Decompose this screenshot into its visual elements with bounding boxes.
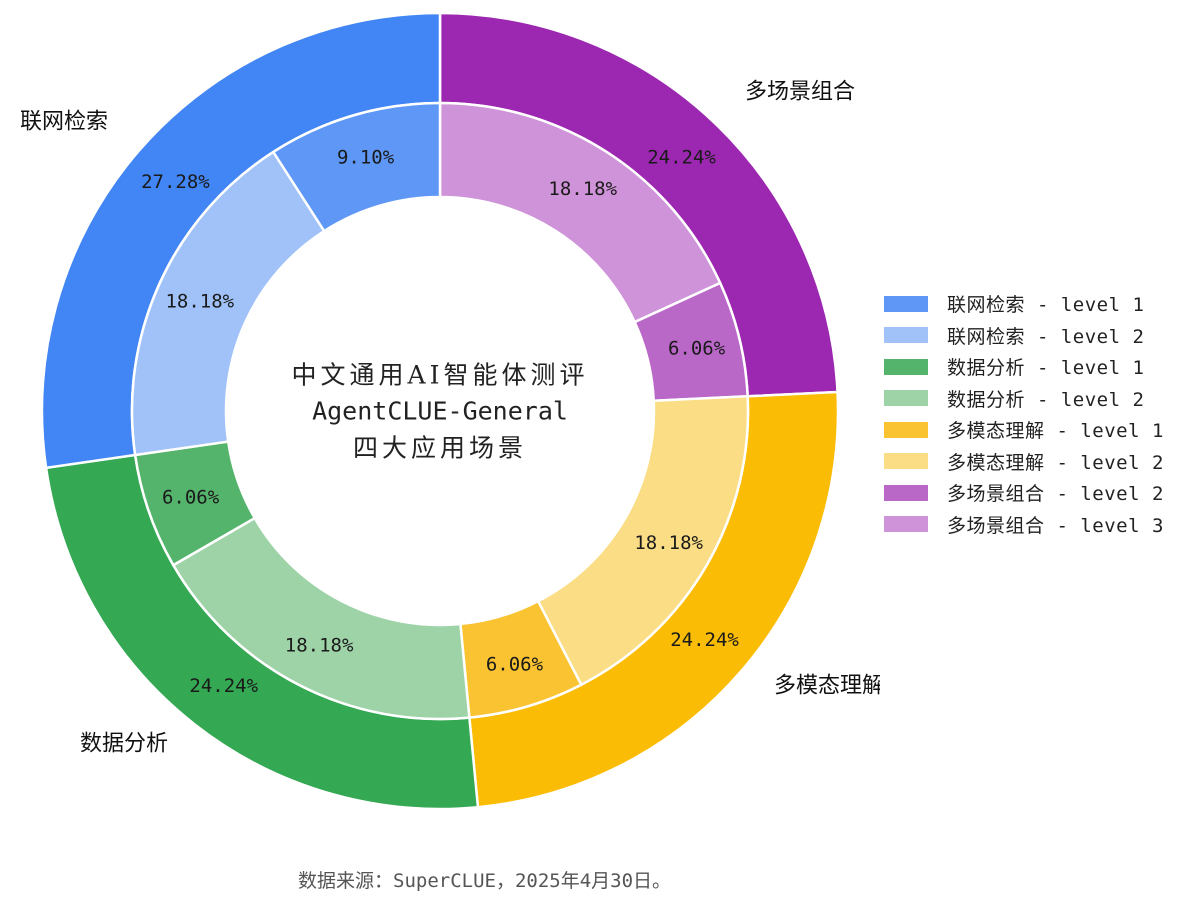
legend-label: 多模态理解 - level 1 bbox=[947, 420, 1164, 443]
legend-label: 数据分析 - level 2 bbox=[947, 388, 1145, 411]
percentage-labels: 24.24% 24.24% 24.24% 27.28% 18.18% 6.06% 18.18… bbox=[141, 147, 739, 698]
legend-label: 数据分析 - level 1 bbox=[947, 357, 1145, 380]
legend-item: 多场景组合 - level 2 bbox=[884, 477, 1164, 509]
center-title: 中文通用AI智能体测评 AgentCLUE-General 四大应用场景 bbox=[292, 361, 589, 463]
legend-item: 多模态理解 - level 1 bbox=[884, 414, 1164, 446]
inner-ring bbox=[130, 101, 750, 721]
center-title-line: AgentCLUE-General bbox=[312, 397, 568, 426]
data-source-note: 数据来源：SuperCLUE，2025年4月30日。 bbox=[298, 870, 672, 892]
legend-item: 数据分析 - level 1 bbox=[884, 351, 1164, 383]
percentage-label: 18.18% bbox=[285, 635, 354, 657]
legend-item: 联网检索 - level 2 bbox=[884, 320, 1164, 352]
percentage-label: 6.06% bbox=[162, 486, 220, 508]
percentage-label: 18.18% bbox=[634, 532, 703, 554]
legend-swatch bbox=[884, 295, 928, 312]
legend-swatch bbox=[884, 484, 928, 501]
legend-item: 联网检索 - level 1 bbox=[884, 288, 1164, 320]
legend-label: 多模态理解 - level 2 bbox=[947, 451, 1164, 474]
percentage-label: 24.24% bbox=[647, 147, 716, 169]
legend-item: 多场景组合 - level 3 bbox=[884, 509, 1164, 541]
legend-swatch bbox=[884, 390, 928, 407]
category-label: 多场景组合 bbox=[745, 80, 855, 105]
center-title-line: 中文通用AI智能体测评 bbox=[292, 361, 589, 390]
legend-swatch bbox=[884, 421, 928, 438]
outer-ring bbox=[40, 11, 840, 811]
legend-swatch bbox=[884, 453, 928, 470]
legend-label: 联网检索 - level 1 bbox=[947, 294, 1145, 317]
inner-slice bbox=[271, 101, 442, 233]
category-label: 数据分析 bbox=[80, 732, 168, 757]
percentage-label: 27.28% bbox=[141, 171, 210, 193]
legend-swatch bbox=[884, 327, 928, 344]
percentage-label: 18.18% bbox=[548, 178, 617, 200]
legend: 联网检索 - level 1 联网检索 - level 2 数据分析 - lev… bbox=[884, 288, 1164, 540]
category-label: 多模态理解 bbox=[774, 674, 880, 699]
center-title-line: 四大应用场景 bbox=[353, 434, 527, 463]
percentage-label: 9.10% bbox=[337, 147, 395, 169]
percentage-label: 6.06% bbox=[668, 338, 726, 360]
percentage-label: 24.24% bbox=[189, 675, 258, 697]
category-label: 联网检索 bbox=[20, 110, 108, 135]
percentage-label: 6.06% bbox=[486, 653, 544, 675]
legend-item: 多模态理解 - level 2 bbox=[884, 446, 1164, 478]
legend-swatch bbox=[884, 516, 928, 533]
legend-label: 多场景组合 - level 3 bbox=[947, 514, 1164, 537]
legend-item: 数据分析 - level 2 bbox=[884, 383, 1164, 415]
legend-swatch bbox=[884, 358, 928, 375]
legend-label: 多场景组合 - level 2 bbox=[947, 483, 1164, 506]
legend-label: 联网检索 - level 2 bbox=[947, 325, 1145, 348]
percentage-label: 24.24% bbox=[670, 629, 739, 651]
percentage-label: 18.18% bbox=[165, 290, 234, 312]
